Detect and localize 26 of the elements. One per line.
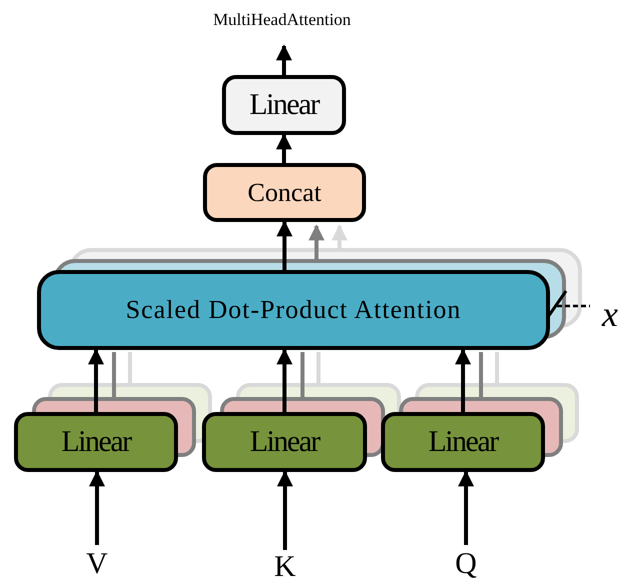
box-label: Scaled Dot-Product Attention (126, 295, 462, 325)
box-label: Linear (428, 425, 498, 459)
box-label: Concat (248, 178, 322, 208)
process-box (381, 412, 545, 472)
box-label: Linear (61, 425, 131, 459)
arrow (276, 133, 292, 163)
arrow (276, 220, 292, 270)
arrow (89, 470, 105, 545)
process-box (14, 412, 178, 472)
process-box (202, 412, 367, 472)
arrow (277, 470, 293, 550)
arrow (458, 470, 474, 545)
arrow (88, 348, 104, 412)
box-label: Linear (250, 425, 320, 459)
arrow (455, 348, 471, 412)
arrow (276, 44, 292, 75)
input-label: Q (455, 547, 477, 581)
input-label: V (86, 547, 108, 581)
arrow (276, 348, 292, 412)
repeat-count: x (600, 293, 619, 336)
input-label: K (274, 550, 296, 584)
attention-box (37, 270, 550, 350)
process-box (222, 75, 346, 135)
title-text: MultiHeadAttention (213, 10, 351, 30)
box-label: Linear (249, 88, 319, 122)
process-box (203, 163, 366, 222)
